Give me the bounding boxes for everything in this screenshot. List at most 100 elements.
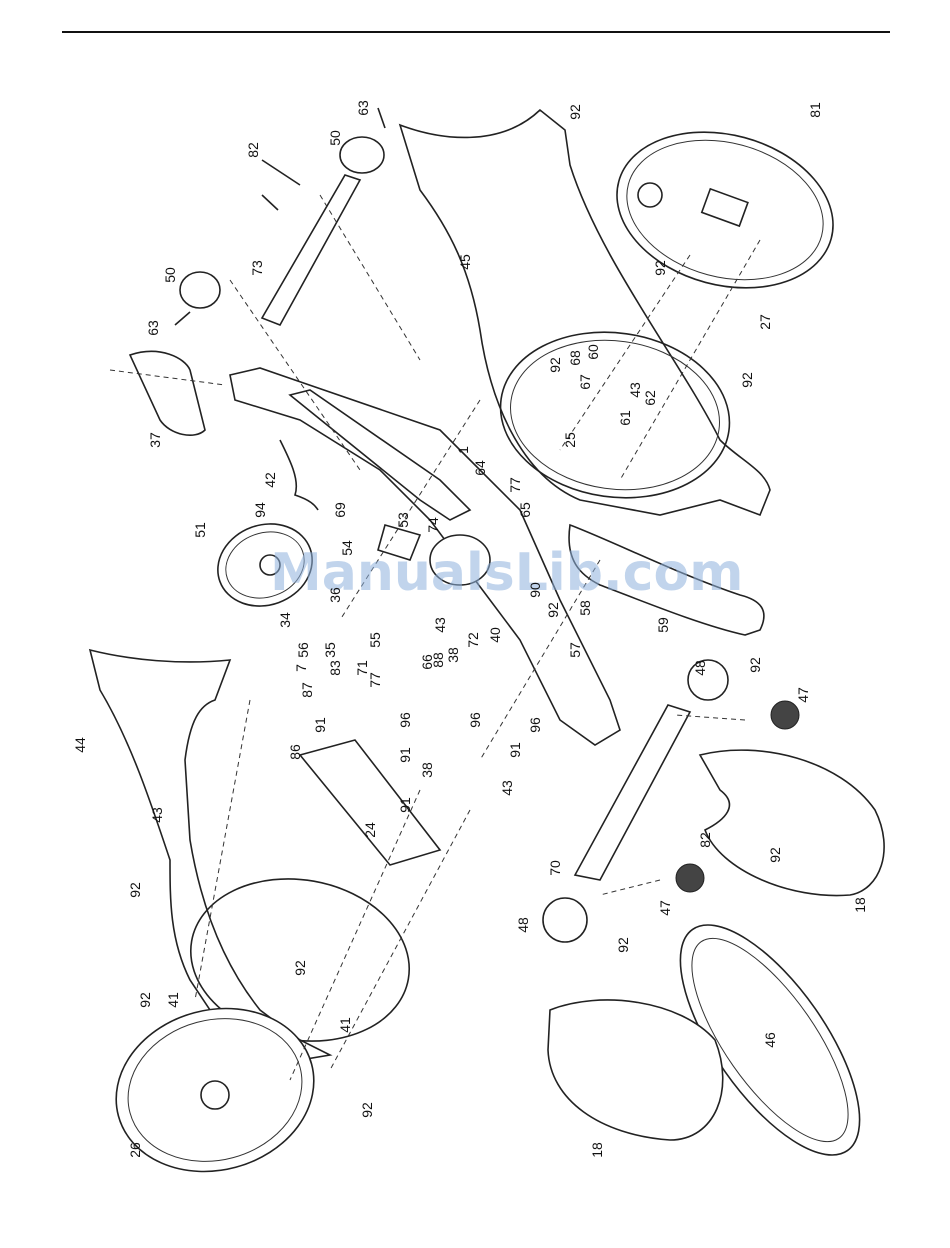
callout-96: 96: [527, 717, 543, 733]
callout-70: 70: [547, 860, 563, 876]
callout-91: 91: [397, 797, 413, 813]
callout-87: 87: [299, 682, 315, 698]
callout-63: 63: [355, 100, 371, 116]
callout-54: 54: [339, 540, 355, 556]
callout-81: 81: [807, 102, 823, 118]
callout-92: 92: [545, 602, 561, 618]
callout-60: 60: [585, 344, 601, 360]
callout-43: 43: [499, 780, 515, 796]
callout-91: 91: [507, 742, 523, 758]
callout-92: 92: [747, 657, 763, 673]
callout-92: 92: [739, 372, 755, 388]
callout-77: 77: [507, 477, 523, 493]
callout-25: 25: [562, 432, 578, 448]
callout-92: 92: [547, 357, 563, 373]
callout-64: 64: [472, 460, 488, 476]
callout-96: 96: [397, 712, 413, 728]
callout-82: 82: [245, 142, 261, 158]
callout-56: 56: [295, 642, 311, 658]
bolt-63-left: [175, 312, 190, 325]
callout-92: 92: [359, 1102, 375, 1118]
callout-7: 7: [293, 664, 309, 672]
leveler-bottom: [676, 864, 704, 892]
callout-36: 36: [327, 587, 343, 603]
callout-58: 58: [577, 600, 593, 616]
left-disc: [98, 987, 333, 1193]
callout-18: 18: [852, 897, 868, 913]
callout-92: 92: [615, 937, 631, 953]
bolt-82b: [262, 195, 278, 210]
handlebar-cap-top: [340, 137, 384, 173]
callout-50: 50: [327, 130, 343, 146]
callout-91: 91: [312, 717, 328, 733]
callout-96: 96: [467, 712, 483, 728]
callout-92: 92: [127, 882, 143, 898]
callout-67: 67: [577, 374, 593, 390]
callout-90: 90: [527, 582, 543, 598]
callout-92: 92: [292, 960, 308, 976]
callout-42: 42: [262, 472, 278, 488]
callout-44: 44: [72, 737, 88, 753]
callout-24: 24: [362, 822, 378, 838]
callout-47: 47: [657, 900, 673, 916]
callout-88: 88: [430, 652, 446, 668]
callout-92: 92: [652, 260, 668, 276]
callout-34: 34: [277, 612, 293, 628]
callout-74: 74: [425, 517, 441, 533]
callout-37: 37: [147, 432, 163, 448]
callout-65: 65: [517, 502, 533, 518]
callout-38: 38: [419, 762, 435, 778]
leveler-top: [771, 701, 799, 729]
callout-45: 45: [457, 254, 473, 270]
callout-43: 43: [149, 807, 165, 823]
callout-63: 63: [145, 320, 161, 336]
rear-disc-cover: [599, 109, 850, 311]
assembly-line: [600, 880, 660, 895]
callout-43: 43: [432, 617, 448, 633]
stabilizer-cap-bottom: [543, 898, 587, 942]
callout-92: 92: [567, 104, 583, 120]
callout-53: 53: [395, 512, 411, 528]
callout-62: 62: [642, 390, 658, 406]
callout-41: 41: [165, 992, 181, 1008]
callout-18: 18: [589, 1142, 605, 1158]
bolt-82: [262, 160, 300, 185]
callout-73: 73: [249, 260, 265, 276]
callout-94: 94: [252, 502, 268, 518]
callout-43: 43: [627, 382, 643, 398]
callout-68: 68: [567, 350, 583, 366]
callout-57: 57: [567, 642, 583, 658]
callout-1: 1: [455, 446, 471, 454]
callout-46: 46: [762, 1032, 778, 1048]
callout-69: 69: [332, 502, 348, 518]
callout-48: 48: [692, 660, 708, 676]
callout-83: 83: [327, 660, 343, 676]
callout-35: 35: [322, 642, 338, 658]
callout-86: 86: [287, 744, 303, 760]
callout-92: 92: [137, 992, 153, 1008]
support-plate: [300, 740, 440, 865]
callout-59: 59: [655, 617, 671, 633]
callout-38: 38: [445, 647, 461, 663]
callout-40: 40: [487, 627, 503, 643]
callout-55: 55: [367, 632, 383, 648]
handlebar-post: [262, 175, 360, 325]
handlebar-cap-left: [180, 272, 220, 308]
callout-48: 48: [515, 917, 531, 933]
assembly-line: [320, 195, 420, 360]
callout-47: 47: [795, 687, 811, 703]
callout-77: 77: [367, 672, 383, 688]
callout-27: 27: [757, 314, 773, 330]
callout-82: 82: [697, 832, 713, 848]
bolt-63-top: [378, 108, 385, 128]
callout-92: 92: [767, 847, 783, 863]
power-cord: [280, 440, 318, 510]
disc-cover-right: [700, 750, 884, 895]
callout-26: 26: [127, 1142, 143, 1158]
callout-72: 72: [465, 632, 481, 648]
callout-41: 41: [337, 1017, 353, 1033]
callout-91: 91: [397, 747, 413, 763]
seat-cover: [130, 351, 205, 435]
